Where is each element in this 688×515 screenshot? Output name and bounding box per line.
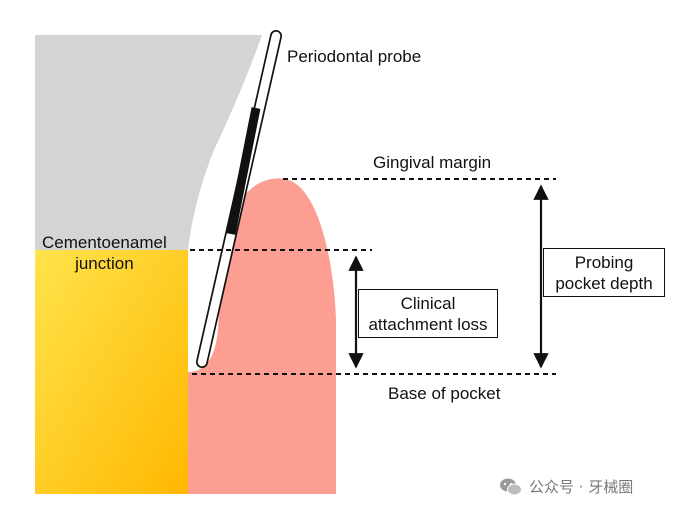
probe-marking	[226, 107, 261, 235]
periodontal-probe	[196, 30, 282, 368]
watermark: 公众号 · 牙械圈	[499, 476, 633, 497]
cej-label-line1: Cementoenamel	[42, 233, 167, 252]
ppd-label-line2: pocket depth	[555, 273, 653, 293]
cej-label: Cementoenamel junction	[42, 232, 167, 274]
cej-label-line2: junction	[75, 254, 134, 273]
ppd-box: Probing pocket depth	[543, 248, 665, 297]
watermark-text: 公众号 · 牙械圈	[529, 478, 634, 496]
probe-label: Periodontal probe	[287, 47, 422, 66]
cal-label-line1: Clinical	[400, 293, 456, 313]
tooth-root	[35, 250, 188, 494]
gingival-margin-label: Gingival margin	[373, 153, 492, 172]
cal-label-line2: attachment loss	[368, 314, 488, 334]
base-of-pocket-label: Base of pocket	[388, 384, 501, 403]
cal-box: Clinical attachment loss	[358, 289, 498, 338]
tooth-crown	[35, 35, 262, 250]
ppd-label-line1: Probing	[574, 252, 634, 272]
wechat-icon	[500, 478, 522, 495]
